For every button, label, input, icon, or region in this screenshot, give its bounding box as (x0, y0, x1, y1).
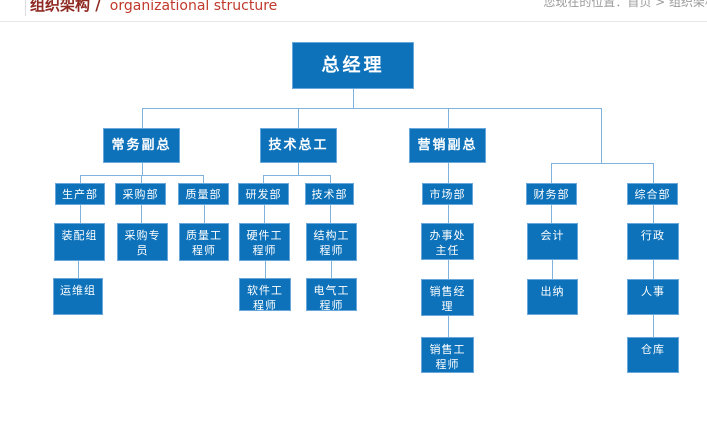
org-node-general-manager: 总经理 (292, 42, 414, 89)
connector-line (263, 175, 264, 183)
connector-line (265, 261, 266, 278)
connector-line (353, 89, 354, 108)
connector-line (204, 205, 205, 223)
org-node-purchasing-dept: 采购部 (115, 183, 166, 205)
org-node-chief-engineer: 技术总工 (260, 128, 337, 163)
org-node-software-engineer: 软件工 程师 (239, 278, 291, 311)
org-node-warehouse: 仓库 (627, 337, 679, 373)
connector-line (142, 108, 143, 128)
page-title-zh: 组织架构 / (30, 0, 101, 14)
connector-line (298, 163, 299, 175)
connector-line (141, 205, 142, 223)
org-node-purchasing-specialist: 采购专 员 (117, 223, 168, 261)
connector-line (551, 205, 552, 223)
org-node-office-director: 办事处 主任 (421, 223, 474, 260)
connector-line (142, 163, 143, 175)
connector-line (203, 175, 204, 183)
connector-line (653, 315, 654, 337)
header-left-tick (25, 0, 26, 16)
connector-line (330, 175, 331, 183)
connector-line (331, 261, 332, 278)
connector-line (448, 163, 449, 183)
connector-line (551, 163, 552, 183)
connector-line (448, 260, 449, 279)
org-node-sales-engineer: 销售工 程师 (421, 337, 474, 373)
connector-line (601, 108, 602, 163)
connector-line (448, 316, 449, 337)
connector-line (448, 205, 449, 223)
org-node-quality-engineer: 质量工 程师 (179, 223, 229, 261)
connector-line (298, 108, 299, 128)
org-node-quality-dept: 质量部 (178, 183, 229, 205)
org-node-electrical-engineer: 电气工 程师 (306, 278, 357, 311)
connector-line (653, 163, 654, 183)
org-node-cashier: 出纳 (527, 279, 578, 315)
connector-line (78, 261, 79, 278)
org-node-hr: 人事 (627, 279, 679, 315)
connector-line (552, 260, 553, 279)
org-node-admin: 行政 (627, 223, 679, 260)
org-node-technical-dept: 技术部 (305, 183, 354, 205)
connector-line (80, 205, 81, 223)
connector-line (264, 205, 265, 223)
connector-line (448, 108, 449, 128)
org-node-market-dept: 市场部 (422, 183, 473, 205)
connector-line (551, 163, 653, 164)
header-divider (0, 21, 707, 22)
page-title: 组织架构 / organizational structure (30, 0, 277, 15)
breadcrumb[interactable]: 您现在的位置：首页 > 组织架构 (543, 0, 707, 9)
org-node-general-affairs-dept: 综合部 (627, 183, 678, 205)
connector-line (142, 108, 601, 109)
page-title-en: organizational structure (109, 0, 278, 14)
connector-line (80, 175, 81, 183)
connector-line (653, 260, 654, 279)
connector-line (263, 175, 330, 176)
org-node-production-dept: 生产部 (55, 183, 105, 205)
connector-line (141, 175, 142, 183)
org-node-finance-dept: 财务部 (526, 183, 577, 205)
org-node-accountant: 会计 (527, 223, 578, 260)
connector-line (330, 205, 331, 223)
org-node-sales-manager: 销售经 理 (421, 279, 474, 316)
connector-line (653, 205, 654, 223)
org-node-hardware-engineer: 硬件工 程师 (239, 223, 290, 261)
org-node-deputy-gm-executive: 常务副总 (103, 128, 180, 163)
org-node-structural-engineer: 结构工 程师 (306, 223, 357, 261)
org-node-rd-dept: 研发部 (238, 183, 289, 205)
org-node-operations-group: 运维组 (53, 278, 103, 315)
org-node-assembly-group: 装配组 (54, 223, 105, 261)
org-node-deputy-gm-marketing: 营销副总 (409, 128, 486, 163)
